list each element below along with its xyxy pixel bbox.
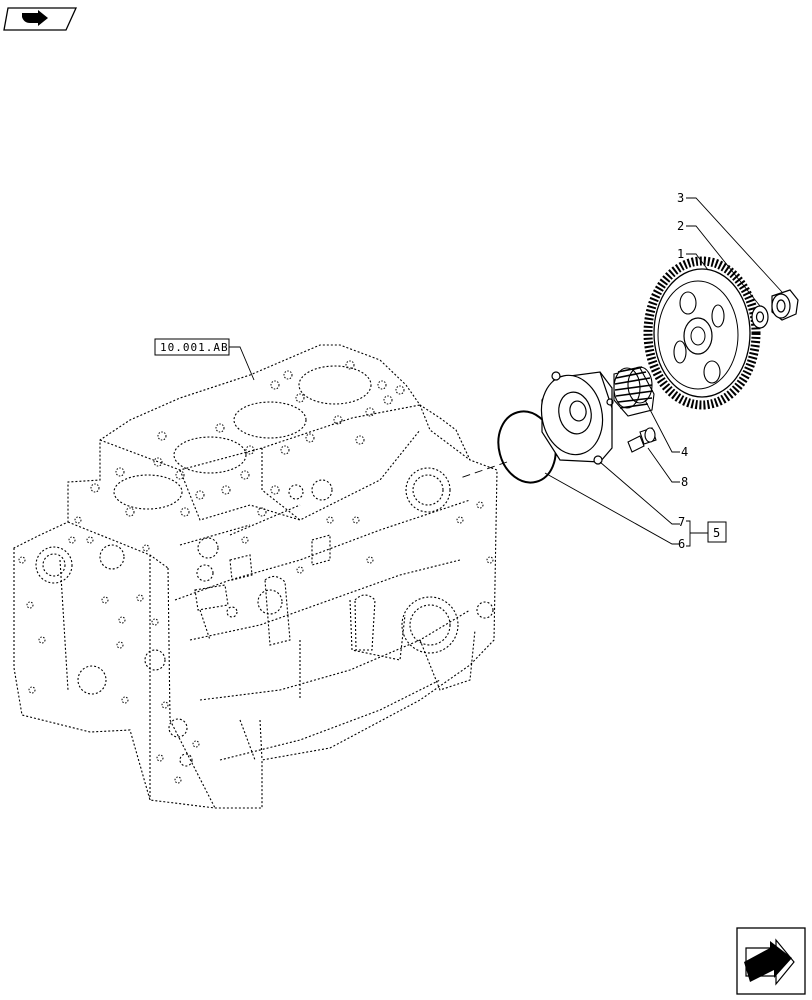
pump-gear [613, 366, 655, 417]
callout-1: 1 [677, 247, 684, 261]
head-bolt-holes [18, 360, 494, 784]
idler-gear [643, 256, 761, 410]
callout-6: 6 [678, 537, 685, 551]
reference-label-text: 10.001.AB [160, 341, 229, 354]
reference-label[interactable]: 10.001.AB [154, 338, 255, 381]
callout-3: 3 [677, 191, 684, 205]
callout-leaders [544, 197, 783, 547]
callout-8: 8 [681, 475, 688, 489]
engine-block [13, 344, 498, 809]
screw [627, 427, 657, 453]
washer [751, 305, 769, 329]
previous-page-icon[interactable] [3, 7, 78, 31]
callout-7: 7 [678, 515, 685, 529]
subgroup-box[interactable]: 5 [707, 521, 727, 543]
nut [771, 289, 799, 321]
pump-housing [540, 371, 614, 465]
next-page-icon[interactable] [736, 927, 806, 995]
callout-2: 2 [677, 219, 684, 233]
subgroup-box-text: 5 [713, 526, 720, 540]
callout-4: 4 [681, 445, 688, 459]
